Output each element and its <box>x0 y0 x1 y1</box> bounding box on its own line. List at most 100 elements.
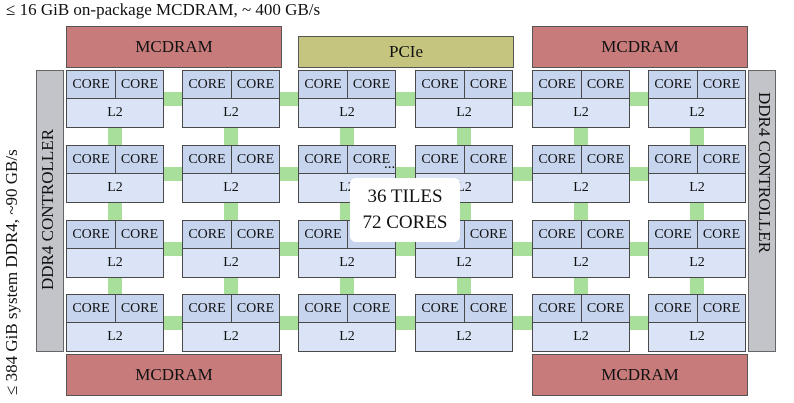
mesh-link-vertical <box>224 278 238 294</box>
mesh-link-horizontal <box>280 242 298 256</box>
core-left: CORE <box>299 146 348 174</box>
mcdram-label: MCDRAM <box>601 37 679 56</box>
mesh-link-vertical <box>457 278 471 294</box>
core-left: CORE <box>649 295 698 323</box>
core-right: CORE <box>582 71 629 99</box>
mesh-link-horizontal <box>164 242 182 256</box>
core-right: CORE <box>465 295 512 323</box>
mesh-link-horizontal <box>396 316 415 330</box>
mesh-link-vertical <box>574 203 588 220</box>
mesh-link-horizontal <box>164 167 182 181</box>
core-left: CORE <box>533 71 582 99</box>
l2-cache: L2 <box>299 99 395 127</box>
core-left: CORE <box>416 71 465 99</box>
core-right: CORE <box>116 146 163 174</box>
mesh-link-vertical <box>224 128 238 145</box>
core-right: CORE <box>698 221 745 249</box>
mcdram-label: MCDRAM <box>135 37 213 56</box>
l2-cache: L2 <box>67 249 163 277</box>
mesh-link-vertical <box>340 278 354 294</box>
core-left: CORE <box>299 71 348 99</box>
core-right: CORE <box>465 146 512 174</box>
mesh-link-horizontal <box>280 316 298 330</box>
l2-cache: L2 <box>183 249 279 277</box>
mesh-link-horizontal <box>630 316 648 330</box>
l2-cache: L2 <box>183 174 279 202</box>
mcdram-top-left: MCDRAM <box>66 26 282 68</box>
mesh-link-vertical <box>690 203 704 220</box>
core-right: CORE <box>698 71 745 99</box>
mesh-link-horizontal <box>164 316 182 330</box>
core-left: CORE <box>416 295 465 323</box>
core-left: CORE <box>183 221 232 249</box>
ddr4-controller-right <box>748 70 776 352</box>
mesh-link-horizontal <box>630 167 648 181</box>
core-right: CORE <box>582 221 629 249</box>
core-right: CORE <box>232 295 279 323</box>
core-left: CORE <box>533 146 582 174</box>
core-right: CORE <box>465 221 512 249</box>
mcdram-label: MCDRAM <box>135 365 213 384</box>
mesh-link-horizontal <box>280 167 298 181</box>
l2-cache: L2 <box>533 174 629 202</box>
mesh-link-horizontal <box>396 92 415 106</box>
mesh-link-vertical <box>574 128 588 145</box>
core-left: CORE <box>67 146 116 174</box>
mesh-link-horizontal <box>164 92 182 106</box>
mesh-link-vertical <box>574 278 588 294</box>
core-left: CORE <box>183 71 232 99</box>
l2-cache: L2 <box>299 249 395 277</box>
mcdram-capacity-caption: ≤ 16 GiB on-package MCDRAM, ~ 400 GB/s <box>6 0 321 19</box>
pcie-label: PCIe <box>389 42 423 61</box>
core-left: CORE <box>67 71 116 99</box>
ddr4-controller-left <box>36 70 64 352</box>
mesh-link-vertical <box>457 203 471 220</box>
mcdram-bottom-left: MCDRAM <box>66 354 282 396</box>
mesh-link-vertical <box>108 278 122 294</box>
mesh-link-horizontal <box>513 167 532 181</box>
l2-cache: L2 <box>533 249 629 277</box>
l2-cache: L2 <box>67 323 163 351</box>
core-right: CORE <box>582 295 629 323</box>
core-right: CORE <box>116 221 163 249</box>
core-left: CORE <box>649 71 698 99</box>
l2-cache: L2 <box>299 323 395 351</box>
l2-cache: L2 <box>183 99 279 127</box>
l2-cache: L2 <box>649 323 745 351</box>
l2-cache: L2 <box>649 99 745 127</box>
tile-summary-callout: 36 TILES 72 CORES <box>350 178 460 242</box>
core-right: CORE <box>582 146 629 174</box>
core-right: CORE <box>232 146 279 174</box>
l2-cache: L2 <box>67 174 163 202</box>
l2-cache: L2 <box>416 249 512 277</box>
mesh-link-horizontal <box>513 242 532 256</box>
core-left: CORE <box>299 295 348 323</box>
mesh-link-horizontal <box>513 316 532 330</box>
mcdram-top-right: MCDRAM <box>532 26 748 68</box>
l2-cache: L2 <box>67 99 163 127</box>
l2-cache: L2 <box>183 323 279 351</box>
mesh-link-vertical <box>224 203 238 220</box>
pcie-block: PCIe <box>298 36 514 68</box>
core-left: CORE <box>183 295 232 323</box>
core-right: CORE <box>698 146 745 174</box>
core-right: CORE <box>348 295 395 323</box>
core-right: CORE <box>348 71 395 99</box>
core-left: CORE <box>533 221 582 249</box>
mesh-link-vertical <box>457 128 471 145</box>
mesh-link-vertical <box>690 278 704 294</box>
